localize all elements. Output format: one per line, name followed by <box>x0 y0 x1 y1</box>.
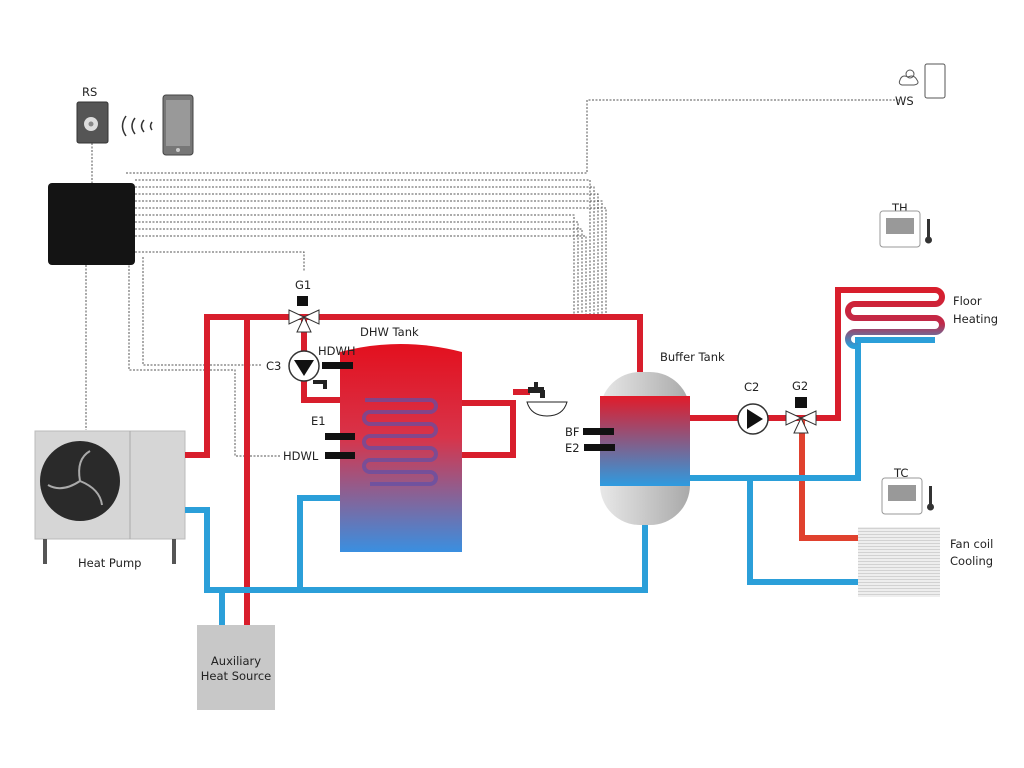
hot-water-tap-icon <box>526 382 568 417</box>
small-tap-icon <box>313 380 327 389</box>
e1-label: E1 <box>311 414 326 428</box>
thermometer-icon <box>927 486 934 511</box>
thermostat-th: TH <box>879 201 932 248</box>
floor-label-1: Floor <box>953 294 982 308</box>
e2-sensor <box>584 444 615 451</box>
weather-icon <box>898 69 919 86</box>
thermostat-tc: TC <box>881 466 934 515</box>
rs-label: RS <box>82 85 97 99</box>
g1-label: G1 <box>295 278 311 292</box>
e1-sensor <box>325 433 355 440</box>
buffer-tank-label: Buffer Tank <box>660 350 725 364</box>
auxiliary-heat-source: Auxiliary Heat Source <box>197 625 275 710</box>
fan-coil-label-2: Cooling <box>950 554 993 568</box>
pump-c2: C2 <box>737 380 769 435</box>
aux-label-2: Heat Source <box>201 669 271 683</box>
hdwl-label: HDWL <box>283 449 319 463</box>
valve-g1: G1 <box>288 278 320 333</box>
heat-pump: Heat Pump <box>34 430 186 570</box>
hdwh-sensor <box>322 362 353 369</box>
weather-sensor-ws: WS <box>895 63 946 108</box>
valve-g2: G2 <box>785 379 817 434</box>
room-sensor-rs: RS <box>76 85 109 144</box>
fan-coil-unit <box>858 527 940 597</box>
fan-coil-label-1: Fan coil <box>950 537 993 551</box>
tc-label: TC <box>893 466 908 480</box>
dhw-tank-label: DHW Tank <box>360 325 419 339</box>
smartphone-icon <box>162 94 194 156</box>
dhw-tank: DHW Tank <box>340 325 462 552</box>
cold-pipes <box>185 337 935 625</box>
e2-label: E2 <box>565 441 580 455</box>
ws-label: WS <box>895 94 914 108</box>
thermometer-icon <box>925 219 932 244</box>
wireless-signal-icon <box>121 115 153 137</box>
controller-unit <box>48 183 135 265</box>
pump-c3: C3 <box>266 350 320 382</box>
hdwl-sensor <box>325 452 355 459</box>
g2-label: G2 <box>792 379 808 393</box>
dhw-coil <box>362 398 438 486</box>
bf-label: BF <box>565 425 580 439</box>
sensor-box-icon <box>924 63 946 99</box>
buffer-tank: Buffer Tank <box>600 350 725 525</box>
c2-label: C2 <box>744 380 759 394</box>
floor-label-2: Heating <box>953 312 998 326</box>
heat-pump-label: Heat Pump <box>78 556 141 570</box>
hdwh-label: HDWH <box>318 344 356 358</box>
sensors: HDWH E1 HDWL BF E2 <box>283 344 615 463</box>
hot-pipes <box>185 287 935 625</box>
aux-label-1: Auxiliary <box>211 654 261 668</box>
floor-heating-coil <box>845 287 945 349</box>
c3-label: C3 <box>266 359 281 373</box>
bf-sensor <box>583 428 614 435</box>
